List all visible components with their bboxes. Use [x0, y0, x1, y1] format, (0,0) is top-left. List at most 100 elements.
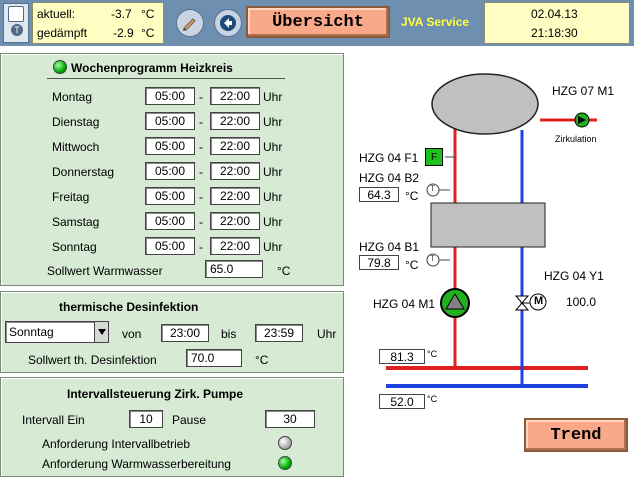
hzg04b1-label: HZG 04 B1 [359, 240, 420, 254]
header-bar: T aktuell: -3.7 °C gedämpft -2.9 °C Über… [0, 0, 634, 46]
back-button[interactable] [214, 9, 242, 37]
pump-m1-icon[interactable] [440, 288, 470, 318]
day-unit: Uhr [263, 190, 283, 204]
heat-exchanger [430, 202, 546, 248]
edit-button[interactable] [176, 9, 204, 37]
time-value: 21:18:30 [531, 26, 578, 40]
valve-y1-icon[interactable] [514, 293, 547, 311]
day-unit: Uhr [263, 240, 283, 254]
b2-unit: °C [405, 189, 419, 203]
day-dash: - [199, 115, 203, 129]
day-to-input[interactable]: 22:00 [210, 212, 260, 230]
hzg07m1-label: HZG 07 M1 [552, 84, 615, 98]
flow-switch-f-indicator[interactable]: F [425, 148, 443, 166]
day-label: Dienstag [52, 115, 100, 129]
aktuell-value: -3.7 [111, 7, 132, 21]
service-label: JVA Service [401, 15, 470, 29]
interval-pause-input[interactable]: 30 [265, 410, 315, 428]
day-to-input[interactable]: 22:00 [210, 237, 260, 255]
day-label: Samstag [52, 215, 100, 229]
interval-pause-label: Pause [172, 413, 207, 427]
disinfection-from-label: von [122, 327, 142, 341]
day-dash: - [199, 140, 203, 154]
flow-switch-f-text: F [430, 151, 438, 163]
day-from-input[interactable]: 05:00 [145, 237, 195, 255]
day-to-input[interactable]: 22:00 [210, 87, 260, 105]
week-program-title: Wochenprogramm Heizkreis [71, 61, 233, 75]
disinfection-day-select[interactable]: Sonntag [5, 321, 109, 343]
day-unit: Uhr [263, 215, 283, 229]
arrow-left-icon [220, 15, 236, 31]
sensor-b2-icon [426, 183, 450, 197]
aktuell-unit: °C [141, 7, 155, 21]
day-from-input[interactable]: 05:00 [145, 87, 195, 105]
gedaempft-value: -2.9 [113, 26, 134, 40]
gedaempft-unit: °C [141, 26, 155, 40]
day-to-input[interactable]: 22:00 [210, 187, 260, 205]
day-from-input[interactable]: 05:00 [145, 112, 195, 130]
b2-t-label: T [430, 184, 435, 193]
trend-button[interactable]: Trend [524, 418, 628, 452]
ww-setpoint-unit: °C [277, 264, 291, 278]
flow-temp-value: 81.3 [379, 349, 425, 364]
date-value: 02.04.13 [531, 7, 578, 21]
req-interval-label: Anforderung Intervallbetrieb [42, 437, 191, 451]
hydraulic-schematic [386, 73, 597, 388]
logo: T [3, 3, 29, 43]
disinfection-setpoint-input[interactable]: 70.0 [186, 349, 242, 367]
hzg04f1-label: HZG 04 F1 [359, 151, 419, 165]
day-dash: - [199, 90, 203, 104]
pencil-icon [183, 18, 196, 31]
disinfection-from-input[interactable]: 23:00 [161, 324, 209, 342]
ww-setpoint-input[interactable]: 65.0 [205, 260, 263, 278]
day-from-input[interactable]: 05:00 [145, 187, 195, 205]
disinfection-day-value: Sonntag [9, 325, 54, 339]
b1-t-label: T [430, 254, 435, 263]
zirkulation-label: Zirkulation [555, 134, 597, 144]
b1-unit: °C [405, 258, 419, 272]
ww-setpoint-label: Sollwert Warmwasser [47, 264, 163, 278]
hzg04y1-label: HZG 04 Y1 [544, 269, 604, 283]
day-dash: - [199, 240, 203, 254]
disinfection-to-label: bis [221, 327, 237, 341]
day-dash: - [199, 190, 203, 204]
interval-on-label: Intervall Ein [22, 413, 85, 427]
valve-m-label: M [534, 295, 544, 307]
day-unit: Uhr [263, 140, 283, 154]
chevron-down-icon[interactable] [94, 322, 108, 342]
day-to-input[interactable]: 22:00 [210, 162, 260, 180]
disinfection-to-input[interactable]: 23:59 [255, 324, 303, 342]
day-unit: Uhr [263, 165, 283, 179]
overview-button[interactable]: Übersicht [246, 6, 390, 38]
disinfection-unit: Uhr [317, 327, 337, 341]
day-unit: Uhr [263, 115, 283, 129]
day-to-input[interactable]: 22:00 [210, 112, 260, 130]
day-to-input[interactable]: 22:00 [210, 137, 260, 155]
interval-title: Intervallsteuerung Zirk. Pumpe [67, 387, 244, 401]
disinfection-title: thermische Desinfektion [59, 300, 199, 314]
day-label: Montag [52, 90, 93, 104]
disinfection-panel: thermische Desinfektion Sonntag von 23:0… [0, 291, 344, 373]
interval-panel: Intervallsteuerung Zirk. Pumpe Intervall… [0, 377, 344, 477]
day-label: Donnerstag [52, 165, 115, 179]
y1-value: 100.0 [558, 294, 604, 310]
flow-temp-unit: °C [427, 349, 438, 359]
day-from-input[interactable]: 05:00 [145, 212, 195, 230]
storage-tank [431, 73, 539, 135]
interval-on-input[interactable]: 10 [129, 410, 163, 428]
heating-status-led [53, 60, 67, 74]
circulation-pump-icon[interactable] [574, 112, 590, 128]
b1-value: 79.8 [359, 255, 399, 270]
disinfection-setpoint-label: Sollwert th. Desinfektion [28, 353, 157, 367]
disinfection-setpoint-unit: °C [255, 353, 269, 367]
day-label: Freitag [52, 190, 90, 204]
day-label: Sonntag [52, 240, 97, 254]
day-from-input[interactable]: 05:00 [145, 137, 195, 155]
sensor-b1-icon [426, 253, 450, 267]
hzg04b2-label: HZG 04 B2 [359, 171, 420, 185]
day-dash: - [199, 215, 203, 229]
req-interval-led [278, 436, 292, 450]
day-from-input[interactable]: 05:00 [145, 162, 195, 180]
hzg04m1-label: HZG 04 M1 [373, 297, 436, 311]
